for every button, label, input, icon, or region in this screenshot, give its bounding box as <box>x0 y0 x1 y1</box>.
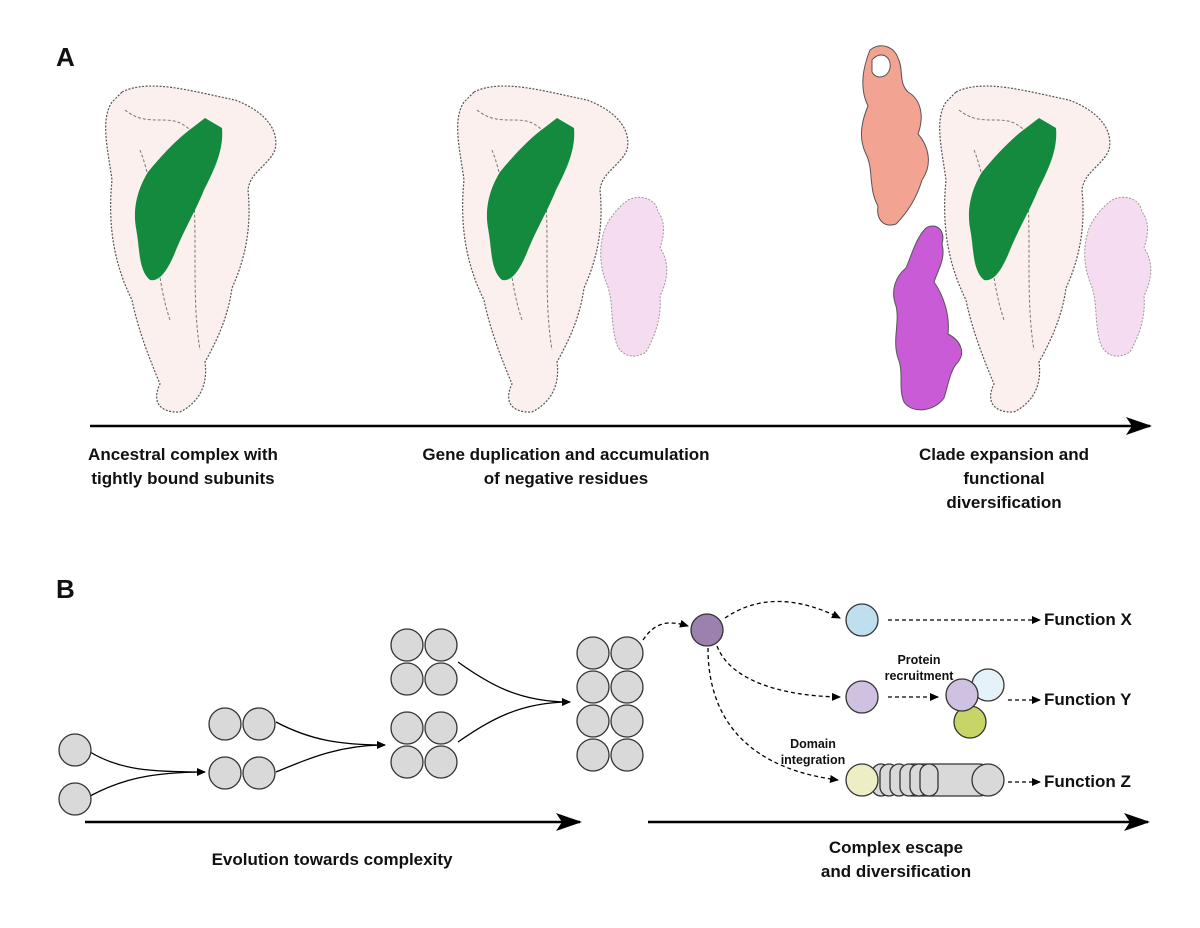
green-subunit-2 <box>486 118 575 281</box>
escape-arrow <box>642 619 689 641</box>
subunit-circle <box>610 738 644 772</box>
variant-x-subunit <box>845 603 879 637</box>
function-x-label: Function X <box>1044 610 1132 629</box>
evolution-diagram <box>58 628 644 816</box>
connector-3b <box>457 701 571 743</box>
salmon-subunit-loop <box>871 54 891 78</box>
green-subunit-1 <box>134 118 223 281</box>
branch-arrow-z <box>707 647 839 783</box>
panel-label-a: A <box>56 42 75 72</box>
stage-caption-1: Ancestral complex with tightly bound sub… <box>88 445 278 488</box>
recruiting-subunit <box>945 678 979 712</box>
connector-2a <box>275 721 386 749</box>
subunit-circle <box>610 704 644 738</box>
stage-caption-3: Clade expansion and functional diversifi… <box>918 445 1090 512</box>
subunit-circle <box>242 707 276 741</box>
subunit-circle <box>390 628 424 662</box>
subunit-circle <box>576 636 610 670</box>
subunit-circle <box>424 711 458 745</box>
branch-arrow-y <box>716 645 841 701</box>
subunit-circle <box>424 662 458 696</box>
magenta-subunit <box>893 225 963 411</box>
complex-body-2 <box>457 85 629 413</box>
subunit-circle <box>610 636 644 670</box>
subunit-circle <box>208 707 242 741</box>
diversification-diagram <box>642 600 1041 797</box>
complex-body-1 <box>105 85 277 413</box>
subunit-circle <box>424 745 458 779</box>
subunit-circle <box>58 782 92 816</box>
evolution-caption: Evolution towards complexity <box>211 850 453 869</box>
pink-subunit-2 <box>600 196 668 357</box>
connector-1b <box>89 771 206 797</box>
protein-recruitment-label: Protein recruitment <box>884 653 954 683</box>
subunit-circle <box>576 738 610 772</box>
complex-stage-2 <box>457 85 668 413</box>
function-y-label: Function Y <box>1044 690 1132 709</box>
complex-body-3 <box>939 85 1111 413</box>
subunit-circle <box>390 745 424 779</box>
subunit-circle <box>610 670 644 704</box>
subunit-circle <box>390 662 424 696</box>
complex-stage-3 <box>861 45 1152 413</box>
salmon-subunit <box>861 45 929 226</box>
pink-subunit-3 <box>1084 196 1152 357</box>
subunit-circle <box>208 756 242 790</box>
subunit-circle <box>576 670 610 704</box>
panel-label-b: B <box>56 574 75 604</box>
subunit-circle <box>390 711 424 745</box>
variant-y-subunit <box>845 680 879 714</box>
fused-protein <box>845 763 1005 797</box>
escaped-subunit <box>690 613 724 647</box>
subunit-circle <box>576 704 610 738</box>
function-z-label: Function Z <box>1044 772 1131 791</box>
stage-caption-2: Gene duplication and accumulation of neg… <box>422 445 710 488</box>
escape-caption: Complex escape and diversification <box>820 838 972 881</box>
connector-3a <box>457 661 571 706</box>
domain-integration-label: Domain integration <box>780 737 846 767</box>
subunit-circle <box>424 628 458 662</box>
connector-1a <box>89 751 206 776</box>
complex-stage-1 <box>105 85 277 413</box>
subunit-circle <box>58 733 92 767</box>
green-subunit-3 <box>968 118 1057 281</box>
subunit-circle <box>242 756 276 790</box>
branch-arrow-x <box>724 600 841 619</box>
connector-2b <box>275 744 386 773</box>
